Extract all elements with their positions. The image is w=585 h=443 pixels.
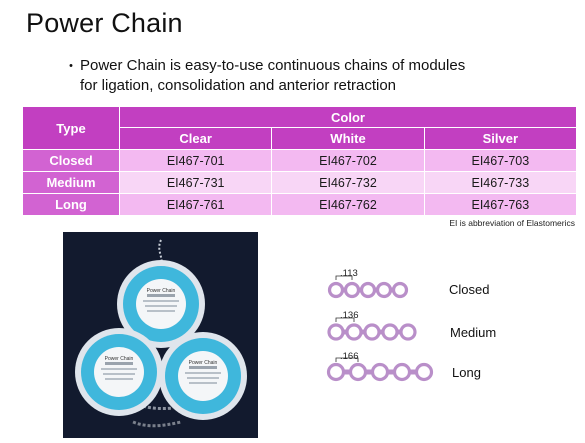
table-cell: EI467-701 — [118, 149, 273, 172]
chain-label-long: Long — [452, 365, 481, 380]
chain-module — [392, 362, 412, 382]
reel-top — [117, 260, 205, 348]
chain-module — [343, 281, 361, 299]
description-line-1: Power Chain is easy-to-use continuous ch… — [80, 57, 466, 74]
color-header: Color — [119, 106, 577, 128]
chain-module — [327, 323, 345, 341]
table-row: Medium EI467-731 EI467-732 EI467-733 — [22, 171, 578, 194]
chain-label-closed: Closed — [449, 282, 490, 297]
reel-label: Power Chain — [147, 288, 176, 294]
chain-module — [363, 323, 381, 341]
chain-label-medium: Medium — [450, 325, 497, 340]
row-label-medium: Medium — [22, 171, 120, 194]
reel-label: Power Chain — [189, 360, 218, 366]
chain-module — [359, 281, 377, 299]
dimension-bracket — [335, 275, 353, 280]
reel-right — [159, 332, 247, 420]
chain-diagram-svg — [326, 275, 434, 382]
dimension-long: .166 — [340, 351, 359, 362]
table-cell: EI467-763 — [423, 193, 578, 216]
chain-diagrams: .113 .136 .166 Closed Medium Long — [320, 264, 580, 394]
bullet-marker: ・ — [64, 58, 78, 74]
chain-module — [348, 362, 368, 382]
table-cell: EI467-731 — [118, 171, 273, 194]
table-row: Long EI467-761 EI467-762 EI467-763 — [22, 193, 578, 216]
dimension-closed: .113 — [340, 268, 358, 279]
chain-module — [414, 362, 434, 382]
product-photo: Power Chain Power Chain Power Chain — [63, 232, 258, 438]
column-header-silver: Silver — [423, 127, 578, 150]
table-cell: EI467-703 — [423, 149, 578, 172]
description-line-2: for ligation, consolidation and anterior… — [80, 77, 397, 94]
table-row: Closed EI467-701 EI467-702 EI467-703 — [22, 149, 578, 172]
chain-module — [391, 281, 409, 299]
chain-module — [326, 362, 346, 382]
reel-label: Power Chain — [105, 356, 134, 362]
page-title: Power Chain — [26, 8, 183, 38]
chain-module — [345, 323, 363, 341]
footnote: EI is abbreviation of Elastomerics — [449, 218, 575, 228]
chain-module — [370, 362, 390, 382]
chain-module — [399, 323, 417, 341]
table-cell: EI467-762 — [271, 193, 425, 216]
dimension-medium: .136 — [340, 310, 359, 321]
table-cell: EI467-702 — [271, 149, 425, 172]
table-cell: EI467-732 — [271, 171, 425, 194]
dimension-bracket — [335, 357, 359, 362]
column-header-clear: Clear — [118, 127, 273, 150]
product-table: Type Color Clear White Silver Closed EI4… — [22, 106, 578, 216]
chain-module — [375, 281, 393, 299]
reel-left — [75, 328, 163, 416]
type-header: Type — [22, 106, 120, 150]
dimension-bracket — [335, 317, 355, 322]
row-label-closed: Closed — [22, 149, 120, 172]
chain-module — [381, 323, 399, 341]
table-cell: EI467-733 — [423, 171, 578, 194]
table-cell: EI467-761 — [118, 193, 273, 216]
column-header-white: White — [271, 127, 425, 150]
row-label-long: Long — [22, 193, 120, 216]
chain-module — [327, 281, 345, 299]
